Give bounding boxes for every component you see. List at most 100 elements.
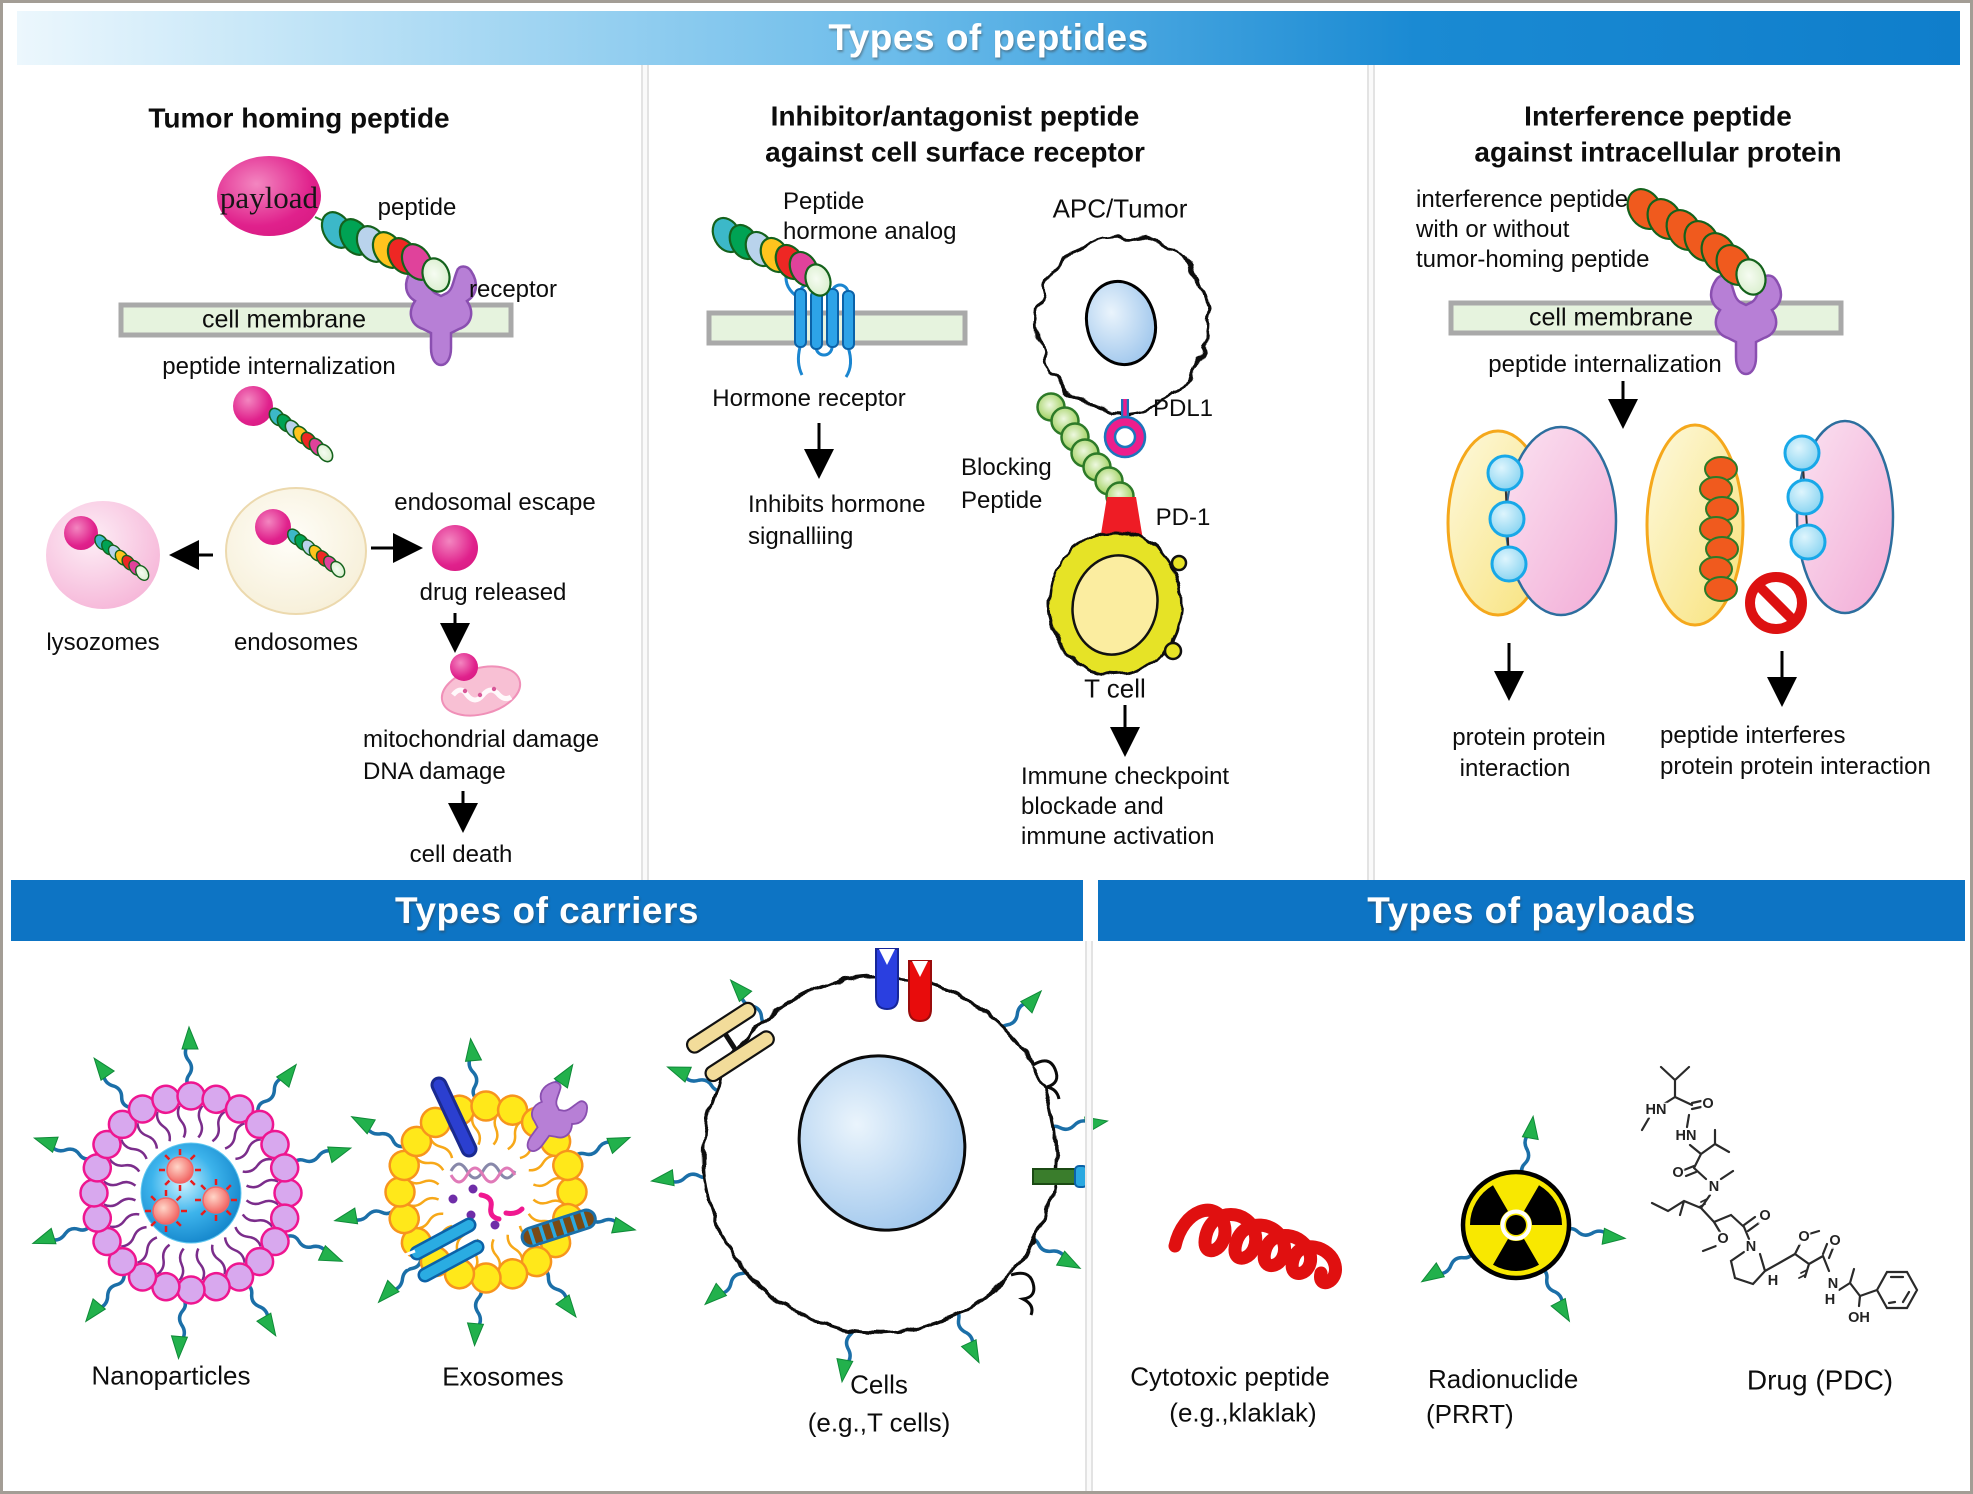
atom-label: HN bbox=[1644, 1101, 1668, 1118]
atom-label: O bbox=[1701, 1095, 1715, 1112]
banner-peptides-label: Types of peptides bbox=[828, 17, 1149, 58]
inhibits-label-1: Inhibits hormone bbox=[748, 491, 926, 518]
atom-label: O bbox=[1828, 1232, 1842, 1249]
drug-released-label: drug released bbox=[419, 578, 567, 606]
atom-label: O bbox=[1671, 1164, 1685, 1181]
radiation-icon bbox=[1415, 1113, 1628, 1328]
blocking-peptide-chain bbox=[1036, 392, 1135, 511]
interference-desc-2: with or without bbox=[1416, 216, 1570, 243]
cytotoxic-label-2: (e.g.,klaklak) bbox=[1169, 1397, 1317, 1428]
cell-membrane-label-1: cell membrane bbox=[202, 305, 366, 334]
t-cell bbox=[1047, 529, 1188, 677]
internalization-label-3: peptide internalization bbox=[1488, 350, 1722, 378]
column-divider-1 bbox=[641, 65, 649, 880]
banner-types-of-carriers: Types of carriers bbox=[11, 880, 1083, 941]
pd1-icon bbox=[1100, 497, 1143, 540]
lysosome bbox=[46, 501, 160, 609]
tcell-label: T cell bbox=[1084, 673, 1146, 704]
dna-icon bbox=[449, 1162, 517, 1180]
ppi-normal bbox=[1446, 425, 1618, 617]
cytotoxic-label-1: Cytotoxic peptide bbox=[1130, 1361, 1330, 1392]
atom-label: OH bbox=[1847, 1309, 1871, 1326]
apc-tumor-label: APC/Tumor bbox=[1052, 193, 1188, 224]
col2-title-1: Inhibitor/antagonist peptide bbox=[770, 100, 1140, 132]
radionuclide-label-1: Radionuclide bbox=[1428, 1364, 1579, 1394]
atom-label: N bbox=[1707, 1178, 1721, 1195]
dna-damage-label: DNA damage bbox=[363, 758, 506, 785]
exosome-cargo bbox=[404, 1076, 597, 1283]
atom-label: N bbox=[1826, 1275, 1840, 1292]
rna-squiggle bbox=[478, 1192, 502, 1222]
column-divider-2 bbox=[1367, 65, 1375, 880]
green-rod-receptor bbox=[1032, 1165, 1088, 1188]
ppi-label-1: protein protein bbox=[1452, 723, 1606, 751]
blocking-label-2: Peptide bbox=[961, 487, 1043, 514]
interference-desc-1: interference peptide bbox=[1416, 186, 1629, 213]
carrier-cell-nucleus bbox=[797, 1054, 967, 1232]
atom-label: H bbox=[1823, 1291, 1837, 1308]
col2-title-2: against cell surface receptor bbox=[765, 136, 1145, 168]
inhibits-label-2: signalliing bbox=[748, 523, 854, 550]
interference-diagram bbox=[1446, 188, 1895, 707]
blocking-label-1: Blocking bbox=[961, 454, 1052, 481]
banner-carriers-label: Types of carriers bbox=[395, 889, 699, 931]
interferes-label-2: protein protein interaction bbox=[1660, 753, 1931, 780]
internalized-conjugate bbox=[232, 385, 337, 466]
exosome-icon bbox=[331, 1036, 639, 1348]
receptor-label: receptor bbox=[468, 275, 558, 303]
interferes-label-1: peptide interferes bbox=[1660, 722, 1846, 749]
atom-label: O bbox=[1758, 1207, 1772, 1224]
banner-types-of-peptides: Types of peptides bbox=[17, 11, 1960, 65]
analog-label-2: hormone analog bbox=[783, 218, 957, 245]
interference-chain bbox=[1626, 188, 1767, 296]
hormone-receptor-label: Hormone receptor bbox=[712, 384, 906, 412]
atom-label: HN bbox=[1674, 1127, 1698, 1144]
apc-nucleus bbox=[1084, 279, 1158, 367]
internalization-label-1: peptide internalization bbox=[162, 352, 396, 380]
endosomes-label: endosomes bbox=[233, 628, 359, 656]
atom-label: N bbox=[1744, 1238, 1758, 1255]
banner-types-of-payloads: Types of payloads bbox=[1098, 880, 1965, 941]
tumor-homing-diagram bbox=[46, 156, 522, 833]
peptide-chain bbox=[320, 211, 451, 293]
nanoparticle-icon bbox=[28, 1025, 355, 1361]
tcr-icons bbox=[875, 948, 932, 1023]
bottom-divider bbox=[1085, 941, 1093, 1491]
immune-label-2: blockade and bbox=[1021, 793, 1164, 820]
payload-label: payload bbox=[219, 179, 319, 215]
drug-pdc-label: Drug (PDC) bbox=[1746, 1364, 1894, 1396]
cells-label-2: (e.g.,T cells) bbox=[807, 1407, 951, 1438]
inhibitor-diagram bbox=[706, 216, 1211, 757]
endosome bbox=[225, 487, 367, 615]
pdl1-label: PDL1 bbox=[1152, 394, 1214, 422]
interference-desc-3: tumor-homing peptide bbox=[1416, 246, 1650, 273]
nanoparticles-label: Nanoparticles bbox=[91, 1360, 251, 1391]
striped-rod bbox=[520, 1208, 597, 1248]
figure-artwork bbox=[28, 156, 1919, 1385]
mito-damage-label: mitochondrial damage bbox=[363, 726, 600, 753]
t-cell-nucleus bbox=[1071, 554, 1159, 656]
hormone-analog-chain bbox=[711, 216, 832, 297]
lysozomes-label: lysozomes bbox=[46, 628, 160, 656]
ppi-blocked bbox=[1645, 419, 1895, 634]
atom-label: H bbox=[1766, 1272, 1780, 1289]
ppi-label-2: interaction bbox=[1459, 754, 1571, 782]
immune-label-3: immune activation bbox=[1021, 823, 1215, 850]
radionuclide-label-2: (PRRT) bbox=[1426, 1399, 1514, 1429]
banner-payloads-label: Types of payloads bbox=[1367, 889, 1696, 931]
cylinder-proteins bbox=[404, 1217, 485, 1283]
mitochondria-icon bbox=[440, 653, 522, 717]
cell-membrane-label-3: cell membrane bbox=[1529, 303, 1693, 332]
analog-label-1: Peptide bbox=[783, 188, 865, 215]
immune-label-1: Immune checkpoint bbox=[1021, 763, 1230, 790]
exosomes-label: Exosomes bbox=[442, 1361, 564, 1392]
mhc-icon bbox=[685, 1001, 775, 1083]
atom-label: O bbox=[1797, 1228, 1811, 1245]
payload-ellipse bbox=[217, 156, 321, 236]
gpcr-icon bbox=[784, 270, 855, 378]
endosomal-escape-label: endosomal escape bbox=[394, 488, 596, 516]
carrier-cell-icon bbox=[648, 948, 1111, 1385]
drug-structure bbox=[1640, 1065, 1919, 1310]
released-drug-circle bbox=[432, 525, 478, 571]
col3-title-2: against intracellular protein bbox=[1474, 136, 1842, 168]
